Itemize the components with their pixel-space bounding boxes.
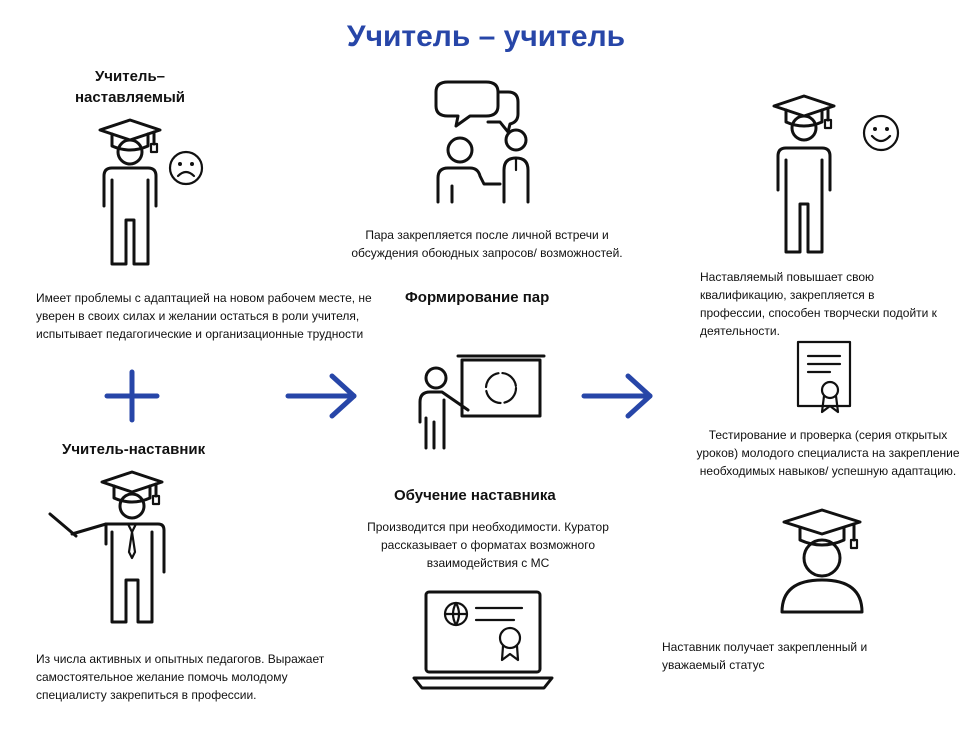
plus-icon: [104, 369, 160, 423]
conversation-icon: [434, 80, 530, 204]
happy-face-icon: [862, 114, 900, 152]
mentee-heading: Учитель– наставляемый: [74, 68, 185, 106]
pair-heading: Формирование пар: [405, 289, 550, 306]
training-heading: Обучение наставника: [394, 487, 556, 504]
presentation-board-icon: [418, 354, 546, 450]
laptop-certificate-icon: [412, 590, 554, 690]
mentee-graduate-icon: [772, 94, 836, 254]
pair-description: Пара закрепляется после личной встречи и…: [351, 228, 623, 260]
arrow-right-icon: [285, 373, 357, 419]
mentee-graduate-icon: [98, 118, 162, 266]
certificate-icon: [796, 340, 852, 414]
arrow-right-icon: [581, 373, 653, 419]
mentee-description: Имеет проблемы с адаптацией на новом раб…: [36, 291, 372, 341]
testing-description: Тестирование и проверка (серия открытых …: [696, 428, 960, 478]
training-description: Производится при необходимости. Куратор …: [367, 520, 609, 570]
page-title: Учитель – учитель: [346, 20, 626, 53]
mentor-heading: Учитель-наставник: [62, 441, 206, 458]
mentor-graduate-icon: [48, 470, 166, 624]
mentee-result: Наставляемый повышает свою квалификацию,…: [700, 270, 937, 338]
mentor-result: Наставник получает закрепленный и уважае…: [662, 640, 868, 672]
graduate-icon: [780, 508, 864, 614]
mentor-description: Из числа активных и опытных педагогов. В…: [36, 652, 325, 702]
sad-face-icon: [168, 150, 204, 186]
